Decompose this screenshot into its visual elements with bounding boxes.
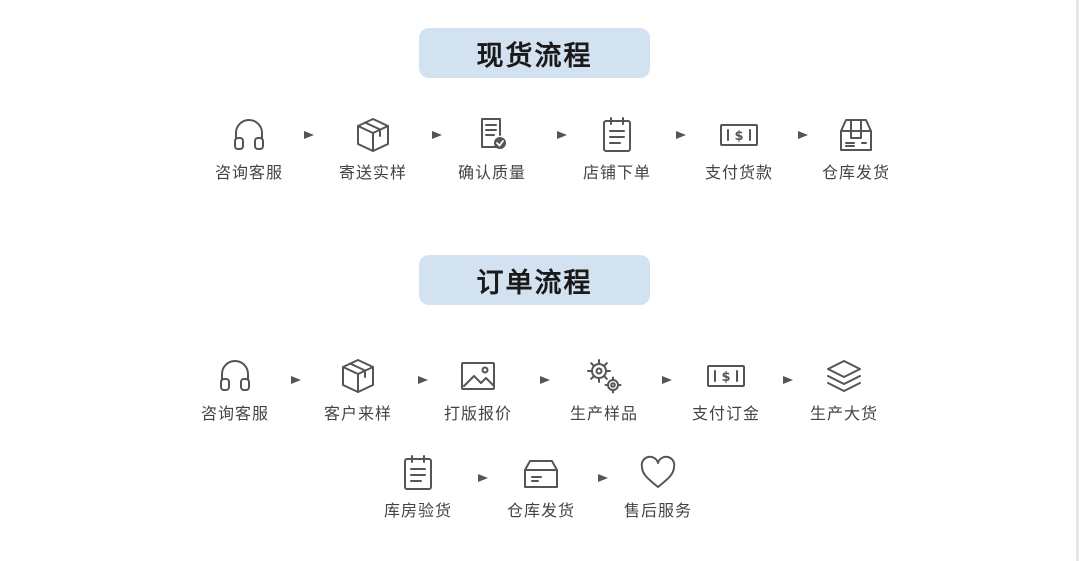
flow-arrow <box>598 474 608 482</box>
order-flow-title: 订单流程 <box>419 255 650 305</box>
step-label: 售后服务 <box>623 501 692 520</box>
flow-arrow <box>676 131 686 139</box>
step-label: 客户来样 <box>323 404 392 423</box>
step-label: 支付货款 <box>704 163 773 182</box>
order-step-mass-production: 生产大货 <box>789 356 899 424</box>
step-label: 打版报价 <box>443 404 512 423</box>
step-label: 库房验货 <box>383 501 452 520</box>
box-icon <box>338 356 378 396</box>
image-icon <box>458 356 498 396</box>
notepad-icon <box>398 453 438 493</box>
flow-arrow <box>662 376 672 384</box>
step-label: 确认质量 <box>457 163 526 182</box>
package-icon <box>836 115 876 155</box>
tray-icon <box>521 453 561 493</box>
flow-arrow <box>432 131 442 139</box>
spot-step-pay: $ 支付货款 <box>684 115 794 183</box>
flow-arrow <box>540 376 550 384</box>
step-label: 店铺下单 <box>582 163 651 182</box>
order-step-produce-sample: 生产样品 <box>549 356 659 424</box>
step-label: 仓库发货 <box>506 501 575 520</box>
headset-icon <box>229 115 269 155</box>
gears-icon <box>584 356 624 396</box>
order-step-consult: 咨询客服 <box>180 356 290 424</box>
svg-text:$: $ <box>734 129 743 144</box>
notepad-icon <box>597 115 637 155</box>
order-step-inspection: 库房验货 <box>363 453 473 521</box>
step-label: 仓库发货 <box>821 163 890 182</box>
spot-step-place-order: 店铺下单 <box>562 115 672 183</box>
money-bill-icon: $ <box>706 356 746 396</box>
money-bill-icon: $ <box>719 115 759 155</box>
flow-arrow <box>291 376 301 384</box>
flow-arrow <box>418 376 428 384</box>
step-label: 生产大货 <box>809 404 878 423</box>
flow-arrow <box>304 131 314 139</box>
step-label: 寄送实样 <box>338 163 407 182</box>
checked-document-icon <box>472 115 512 155</box>
spot-step-consult: 咨询客服 <box>194 115 304 183</box>
spot-flow-title: 现货流程 <box>419 28 650 78</box>
step-label: 生产样品 <box>569 404 638 423</box>
spot-step-send-sample: 寄送实样 <box>318 115 428 183</box>
step-label: 咨询客服 <box>200 404 269 423</box>
spot-step-confirm-quality: 确认质量 <box>437 115 547 183</box>
layers-icon <box>824 356 864 396</box>
order-step-ship: 仓库发货 <box>486 453 596 521</box>
flow-arrow <box>783 376 793 384</box>
flow-arrow <box>798 131 808 139</box>
heart-icon <box>638 453 678 493</box>
flow-arrow <box>557 131 567 139</box>
box-icon <box>353 115 393 155</box>
order-step-after-sales: 售后服务 <box>603 453 713 521</box>
svg-text:$: $ <box>721 370 730 385</box>
order-step-client-sample: 客户来样 <box>303 356 413 424</box>
headset-icon <box>215 356 255 396</box>
spot-step-ship: 仓库发货 <box>801 115 911 183</box>
step-label: 咨询客服 <box>214 163 283 182</box>
order-step-pay-deposit: $ 支付订金 <box>671 356 781 424</box>
right-edge-rule <box>1076 0 1079 561</box>
order-step-quote: 打版报价 <box>423 356 533 424</box>
step-label: 支付订金 <box>691 404 760 423</box>
flow-arrow <box>478 474 488 482</box>
